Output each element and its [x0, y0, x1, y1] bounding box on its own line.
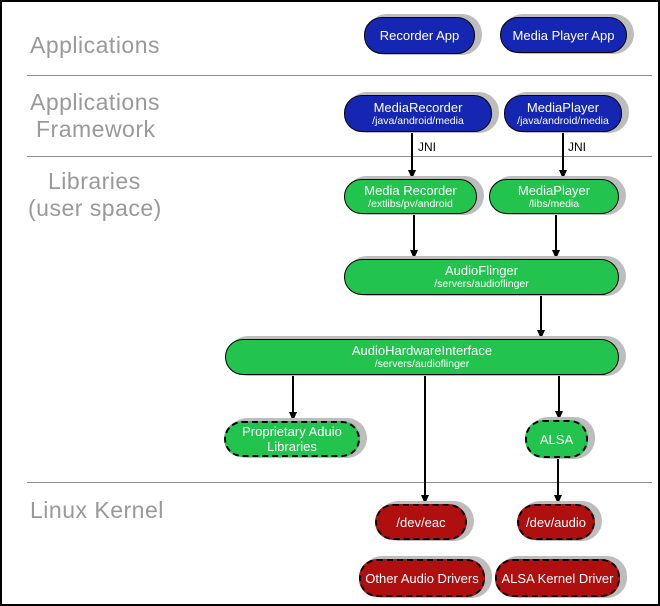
node-title: Proprietary Aduio [242, 424, 342, 439]
node-title: /dev/eac [396, 514, 446, 530]
jni-label-left: JNI [418, 140, 436, 154]
node-dev-eac: /dev/eac [375, 504, 467, 540]
node-title: Other Audio Drivers [365, 570, 479, 586]
node-subtitle: /java/android/media [517, 114, 609, 127]
layer-separator-3 [27, 482, 652, 483]
node-other-audio-drivers: Other Audio Drivers [359, 559, 485, 597]
node-mediaplayer-lib: MediaPlayer /libs/media [489, 179, 619, 214]
arrow-audioflinger-to-hwinterface [537, 295, 544, 339]
layer-label-libraries-line2: (user space) [28, 195, 162, 221]
arrow-hwinterface-to-proprietary [289, 375, 296, 421]
node-subtitle: /java/android/media [372, 114, 464, 127]
layer-label-libraries-line1: Libraries [48, 168, 141, 194]
node-title: Media Recorder [364, 182, 457, 198]
arrow-alsa-to-dev-audio [554, 458, 561, 504]
layer-label-framework-line1: Applications [30, 89, 161, 115]
node-mediarecorder-framework: MediaRecorder /java/android/media [344, 95, 492, 132]
node-title: AudioHardwareInterface [351, 343, 493, 358]
node-title: Media Player App [512, 27, 615, 43]
jni-label-right: JNI [568, 140, 586, 154]
arrow-playerlib-to-audioflinger [552, 214, 559, 259]
node-alsa-kernel-driver: ALSA Kernel Driver [495, 559, 620, 597]
node-proprietary-audio-libraries: Proprietary Aduio Libraries [224, 421, 360, 457]
node-subtitle: /libs/media [528, 197, 580, 210]
node-title: ALSA [539, 431, 574, 447]
node-media-recorder-lib: Media Recorder /extlibs/pv/android [344, 179, 477, 214]
layer-label-applications: Applications [30, 32, 161, 58]
arrow-recorderlib-to-audioflinger [410, 214, 417, 259]
arrow-hwinterface-to-alsa [555, 375, 562, 420]
node-subtitle: /servers/audioflinger [374, 358, 470, 370]
layer-label-framework-line2: Framework [36, 116, 156, 142]
node-title: MediaPlayer [517, 182, 591, 198]
arrow-mediaplayer-jni [559, 132, 566, 179]
arrow-hwinterface-to-dev-eac [421, 375, 428, 504]
node-title: MediaRecorder [373, 99, 463, 115]
node-title: Recorder App [379, 28, 460, 43]
node-media-player-app: Media Player App [500, 17, 627, 53]
layer-separator-2 [27, 156, 652, 157]
node-alsa: ALSA [525, 420, 588, 458]
node-title: MediaPlayer [526, 99, 600, 115]
node-recorder-app: Recorder App [364, 17, 475, 54]
layer-label-kernel: Linux Kernel [30, 497, 164, 523]
node-title: ALSA Kernel Driver [501, 570, 614, 586]
node-title-line2: Libraries [267, 439, 317, 454]
node-audioflinger: AudioFlinger /servers/audioflinger [344, 259, 619, 295]
node-subtitle: /extlibs/pv/android [368, 197, 453, 210]
node-dev-audio: /dev/audio [517, 504, 595, 540]
node-audiohardwareinterface: AudioHardwareInterface /servers/audiofli… [225, 339, 619, 375]
node-subtitle: /servers/audioflinger [434, 278, 529, 290]
node-title: /dev/audio [526, 514, 586, 530]
node-title: AudioFlinger [445, 263, 518, 278]
node-mediaplayer-framework: MediaPlayer /java/android/media [504, 95, 622, 132]
layer-separator-1 [27, 75, 652, 76]
arrow-mediarecorder-jni [408, 132, 415, 179]
